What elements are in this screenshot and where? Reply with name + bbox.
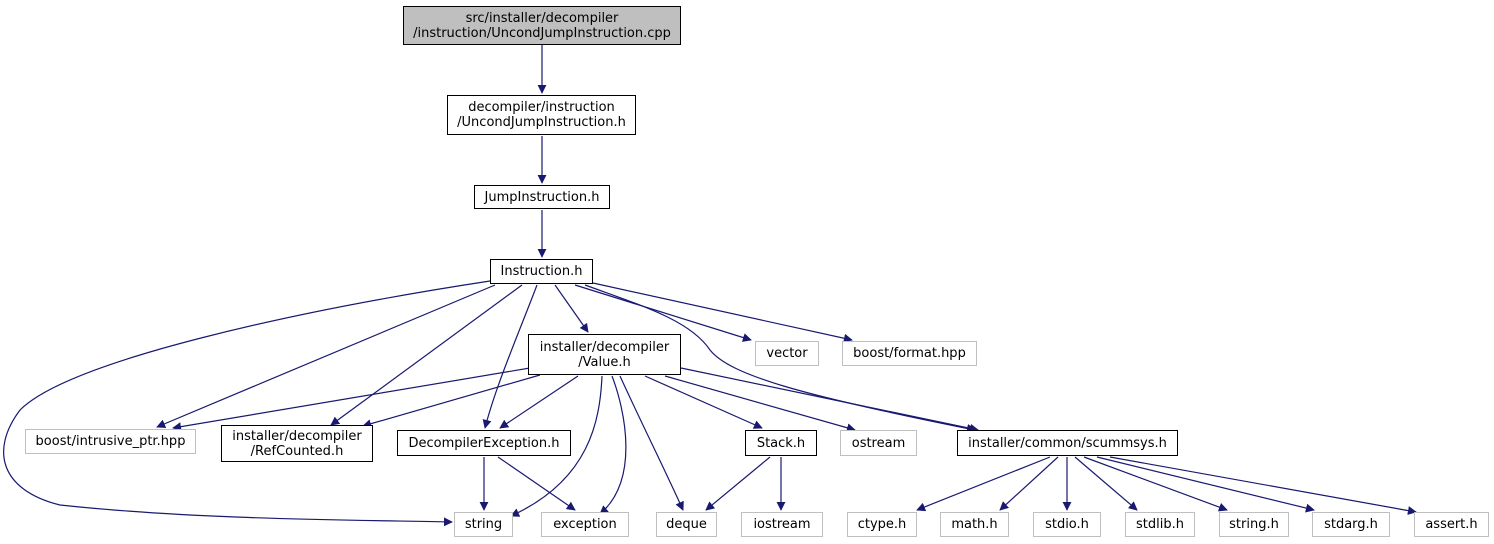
edge-scummsys-to-math — [999, 456, 1059, 511]
node-boost-format-hpp[interactable]: boost/format.hpp — [842, 341, 977, 366]
edge-instruction-to-intrusive — [156, 284, 496, 429]
node-label: Stack.h — [756, 435, 806, 451]
node-label: JumpInstruction.h — [484, 189, 600, 205]
node-stdarg-h[interactable]: stdarg.h — [1312, 512, 1390, 537]
node-label: installer/decompiler /Value.h — [539, 339, 670, 370]
node-label: ostream — [851, 435, 906, 451]
edge-value-to-ostream — [664, 375, 856, 433]
edge-scummsys-to-assert — [1109, 456, 1417, 515]
node-label: stdarg.h — [1324, 517, 1378, 532]
node-jump-instruction-h[interactable]: JumpInstruction.h — [474, 185, 610, 209]
node-label: decompiler/instruction /UncondJumpInstru… — [457, 100, 626, 130]
node-label: assert.h — [1425, 517, 1478, 532]
node-label: string.h — [1229, 517, 1279, 532]
node-scummsys-h[interactable]: installer/common/scummsys.h — [957, 430, 1178, 456]
node-string-h[interactable]: string.h — [1219, 512, 1289, 537]
node-label: math.h — [951, 517, 998, 532]
edge-value-to-intrusive — [172, 367, 531, 432]
node-label: stdio.h — [1045, 517, 1089, 532]
node-iostream[interactable]: iostream — [741, 512, 823, 537]
node-assert-h[interactable]: assert.h — [1414, 512, 1489, 537]
node-label: DecompilerException.h — [408, 435, 560, 451]
edge-instruction-to-refcounted — [330, 284, 523, 426]
node-decompiler-exception-h[interactable]: DecompilerException.h — [397, 430, 571, 456]
node-refcounted-h[interactable]: installer/decompiler /RefCounted.h — [221, 425, 373, 462]
edge-value-to-stack — [644, 375, 763, 429]
node-label: ctype.h — [857, 517, 907, 532]
edge-stack-to-deque — [705, 456, 771, 511]
node-label: boost/intrusive_ptr.hpp — [35, 434, 186, 449]
node-string[interactable]: string — [454, 512, 513, 537]
edge-instruction-to-vector — [574, 284, 752, 342]
node-label: installer/decompiler /RefCounted.h — [232, 428, 362, 459]
node-label: iostream — [753, 517, 811, 532]
node-exception[interactable]: exception — [541, 512, 629, 537]
node-math-h[interactable]: math.h — [940, 512, 1009, 537]
node-root-cpp[interactable]: src/installer/decompiler /instruction/Un… — [403, 6, 681, 45]
edge-scummsys-to-stdarg — [1096, 456, 1315, 513]
edge-decompexc-to-exception — [497, 456, 576, 511]
edge-value-to-string — [510, 375, 603, 517]
node-uncond-jump-instruction-h[interactable]: decompiler/instruction /UncondJumpInstru… — [447, 95, 636, 135]
node-label: exception — [553, 517, 617, 532]
node-label: string — [464, 517, 503, 532]
edge-scummsys-to-ctype — [916, 456, 1051, 512]
node-value-h[interactable]: installer/decompiler /Value.h — [528, 334, 681, 375]
node-label: installer/common/scummsys.h — [968, 435, 1167, 451]
node-label: vector — [766, 346, 808, 361]
edge-value-to-deque — [619, 375, 684, 511]
edge-instruction-to-value — [554, 284, 589, 333]
edge-scummsys-to-string-h — [1083, 456, 1228, 512]
node-label: src/installer/decompiler /instruction/Un… — [413, 10, 671, 41]
node-label: deque — [666, 517, 707, 532]
edge-instruction-to-format — [592, 282, 853, 343]
node-vector[interactable]: vector — [755, 341, 819, 366]
edge-value-to-decompexc — [499, 375, 579, 429]
edge-scummsys-to-stdlib — [1074, 456, 1138, 511]
node-label: Instruction.h — [500, 264, 583, 279]
edge-instruction-to-string — [3, 280, 491, 527]
node-ostream[interactable]: ostream — [840, 430, 917, 456]
edge-value-to-exception — [599, 375, 627, 515]
node-ctype-h[interactable]: ctype.h — [847, 512, 917, 537]
node-instruction-h[interactable]: Instruction.h — [490, 259, 593, 284]
node-deque[interactable]: deque — [656, 512, 717, 537]
node-label: boost/format.hpp — [853, 346, 966, 361]
edge-instruction-to-decompexc — [482, 284, 538, 429]
edge-value-to-scummsys — [680, 367, 979, 433]
node-stdlib-h[interactable]: stdlib.h — [1125, 512, 1195, 537]
node-stack-h[interactable]: Stack.h — [745, 430, 817, 456]
node-label: stdlib.h — [1136, 517, 1184, 532]
edge-value-to-refcounted — [362, 374, 541, 429]
node-stdio-h[interactable]: stdio.h — [1033, 512, 1101, 537]
node-boost-intrusive-ptr-hpp[interactable]: boost/intrusive_ptr.hpp — [25, 429, 196, 454]
